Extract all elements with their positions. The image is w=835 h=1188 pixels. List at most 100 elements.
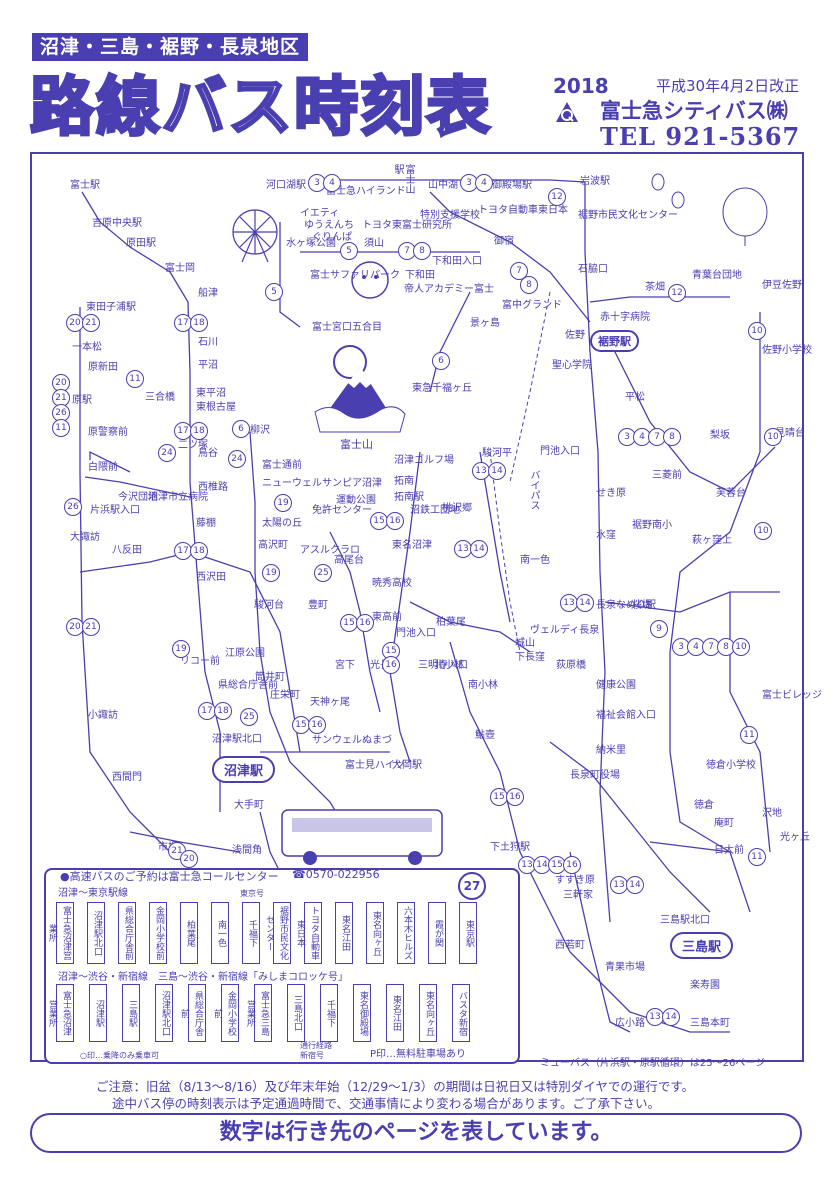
route-number[interactable]: 6 (232, 420, 250, 438)
stop-label[interactable]: 白隈前 (88, 462, 118, 473)
stop-label[interactable]: 芙蓉台 (716, 488, 746, 499)
stop-label[interactable]: 今沢団地 (118, 492, 158, 503)
stop-label[interactable]: ぐりんぱ (312, 232, 352, 243)
route-number[interactable]: 18 (190, 422, 208, 440)
stop-label[interactable]: 茶畑 (645, 282, 665, 293)
stop-label[interactable]: 拓南駅 (394, 492, 424, 503)
highway-stop[interactable]: 金岡小学校前 (212, 984, 239, 1042)
route-number[interactable]: 15 (370, 512, 388, 530)
stop-label[interactable]: 西沢田 (196, 572, 226, 583)
highway-stop[interactable]: 富士急沼津営業所 (47, 984, 74, 1042)
stop-label[interactable]: 平沼 (198, 360, 218, 371)
route-number[interactable]: 8 (520, 276, 538, 294)
highway-stop[interactable]: 三島北口 (287, 984, 305, 1042)
route-number[interactable]: 12 (668, 284, 686, 302)
stop-label[interactable]: アスルクラロ (300, 545, 360, 556)
stop-label[interactable]: 庄栄町 (270, 690, 300, 701)
stop-label[interactable]: 特別支援学校 (420, 210, 480, 221)
stop-label[interactable]: 天神ヶ尾 (310, 697, 350, 708)
route-number[interactable]: 13 (472, 462, 490, 480)
route-number[interactable]: 16 (506, 788, 524, 806)
stop-label[interactable]: 平松 (625, 392, 645, 403)
stop-label[interactable]: 三島本町 (690, 1018, 730, 1029)
stop-label[interactable]: ゆうえんち (304, 220, 354, 231)
highway-stop[interactable]: 霞が関 (428, 902, 446, 964)
stop-label[interactable]: 下土狩駅 (490, 842, 530, 853)
route-number[interactable]: 20 (180, 850, 198, 868)
route-number[interactable]: 21 (82, 314, 100, 332)
highway-stop[interactable]: 東名向ヶ丘 (419, 984, 437, 1042)
stop-label[interactable]: 萩ヶ窪上 (692, 535, 732, 546)
route-number[interactable]: 16 (563, 856, 581, 874)
numazu-station[interactable]: 沼津駅 (212, 756, 276, 783)
route-number[interactable]: 26 (64, 498, 82, 516)
route-number[interactable]: 12 (548, 188, 566, 206)
stop-label[interactable]: 暁秀高校 (372, 578, 412, 589)
route-number[interactable]: 16 (382, 656, 400, 674)
stop-label[interactable]: 帝人アカデミー富士 (404, 284, 494, 295)
stop-label[interactable]: 伊豆佐野 (762, 280, 802, 291)
route-number[interactable]: 6 (432, 352, 450, 370)
stop-label[interactable]: 桃沢郷 (442, 503, 472, 514)
stop-label[interactable]: 藤棚 (196, 518, 216, 529)
stop-label[interactable]: 大手町 (234, 800, 264, 811)
route-number[interactable]: 10 (732, 638, 750, 656)
stop-label[interactable]: 原田駅 (126, 238, 156, 249)
route-number[interactable]: 16 (308, 716, 326, 734)
stop-label[interactable]: 門池入口 (396, 628, 436, 639)
stop-label[interactable]: 富士岡 (165, 263, 195, 274)
highway-stop[interactable]: 富士急沼津営業所 (47, 902, 74, 964)
stop-label[interactable]: 三菱前 (652, 470, 682, 481)
stop-label[interactable]: 須山 (364, 238, 384, 249)
highway-stop[interactable]: 沼津駅 (89, 984, 107, 1042)
stop-label[interactable]: 裾野市民文化センター (578, 210, 678, 221)
stop-label[interactable]: 二ツ塚 (178, 440, 208, 451)
stop-label[interactable]: 鮎壺 (475, 730, 495, 741)
route-number[interactable]: 17 (174, 422, 192, 440)
stop-label[interactable]: 宮下 (335, 660, 355, 671)
stop-label[interactable]: リコー前 (180, 656, 220, 667)
stop-label[interactable]: 柳沢 (250, 425, 270, 436)
route-number[interactable]: 19 (172, 640, 190, 658)
stop-label[interactable]: 富士駅 (70, 180, 100, 191)
route-number[interactable]: 14 (662, 1008, 680, 1026)
stop-label[interactable]: 富士山駅 (392, 164, 414, 194)
stop-label[interactable]: 鳥谷 (198, 448, 218, 459)
stop-label[interactable]: 小諏訪 (88, 710, 118, 721)
highway-stop[interactable]: 裾野市民文化センター (264, 902, 291, 964)
stop-label[interactable]: 富士ビレッジ (762, 690, 822, 701)
stop-label[interactable]: 庵町 (714, 818, 734, 829)
stop-label[interactable]: 豊町 (308, 600, 328, 611)
highway-stop[interactable]: 千福下 (320, 984, 338, 1042)
stop-label[interactable]: 日大前 (714, 845, 744, 856)
stop-label[interactable]: 原駅 (72, 395, 92, 406)
stop-label[interactable]: 東根古屋 (196, 402, 236, 413)
stop-label[interactable]: 沼津ゴルフ場 (394, 455, 454, 466)
route-number[interactable]: 3 (308, 174, 326, 192)
route-number[interactable]: 19 (262, 564, 280, 582)
mishima-station[interactable]: 三島駅 (670, 932, 734, 959)
stop-label[interactable]: 河口湖駅 (266, 180, 306, 191)
stop-label[interactable]: 江原公園 (225, 648, 265, 659)
route-number[interactable]: 10 (748, 322, 766, 340)
stop-label[interactable]: 徳倉 (694, 800, 714, 811)
stop-label[interactable]: 拓南 (394, 476, 414, 487)
stop-label[interactable]: せき原 (596, 488, 626, 499)
stop-label[interactable]: 沼鉄工団地 (410, 505, 460, 516)
stop-label[interactable]: 石脇口 (578, 264, 608, 275)
stop-label[interactable]: 下和田 (405, 270, 435, 281)
stop-label[interactable]: サンウェルぬまづ (312, 735, 392, 746)
highway-stop[interactable]: バスタ新宿 (452, 984, 470, 1042)
route-number[interactable]: 10 (754, 522, 772, 540)
route-number[interactable]: 5 (340, 242, 358, 260)
route-number[interactable]: 18 (214, 702, 232, 720)
stop-label[interactable]: 沼津市立病院 (148, 492, 208, 503)
stop-label[interactable]: 納米里 (596, 745, 626, 756)
stop-label[interactable]: イエティ (300, 208, 340, 219)
stop-label[interactable]: 西若町 (555, 940, 585, 951)
stop-label[interactable]: 水ヶ塚公園 (286, 238, 336, 249)
stop-label[interactable]: 西間門 (112, 772, 142, 783)
stop-label[interactable]: 八反田 (112, 545, 142, 556)
highway-stop[interactable]: 沼津駅北口 (87, 902, 105, 964)
stop-label[interactable]: 一本松 (72, 342, 102, 353)
